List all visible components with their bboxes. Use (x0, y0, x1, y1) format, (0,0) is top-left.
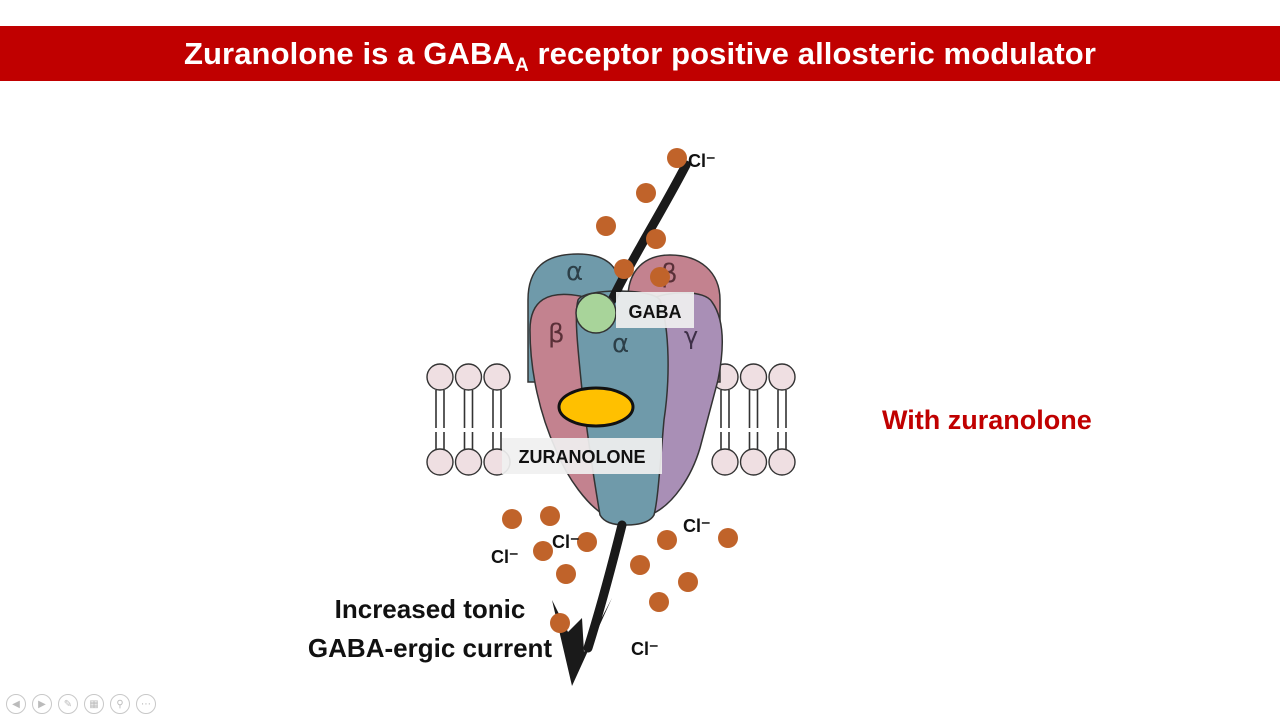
chloride-ion (533, 541, 553, 561)
zuranolone-label: ZURANOLONE (519, 447, 646, 467)
chloride-ion (646, 229, 666, 249)
pen-icon[interactable]: ✎ (58, 694, 78, 714)
gaba-molecule (575, 292, 617, 334)
cl-label-right: Cl⁻ (683, 516, 711, 536)
chloride-ion (550, 613, 570, 633)
lipid-head (711, 448, 739, 476)
cl-label-left: Cl⁻ (491, 547, 519, 567)
slideshow-controls: ◀ ▶ ✎ ▦ ⚲ ⋯ (6, 694, 156, 714)
chloride-ion (657, 530, 677, 550)
zuranolone-molecule (557, 386, 635, 428)
slides-icon[interactable]: ▦ (84, 694, 104, 714)
lipid-head (426, 448, 454, 476)
zoom-icon[interactable]: ⚲ (110, 694, 130, 714)
title-subscript: A (514, 54, 529, 76)
chloride-ion (678, 572, 698, 592)
title-rest: receptor positive allosteric modulator (528, 35, 1097, 71)
lipid-head (454, 448, 483, 476)
condition-label: With zuranolone (882, 405, 1092, 435)
chloride-ion (556, 564, 576, 584)
chloride-ion (650, 267, 670, 287)
gaba-label: GABA (629, 302, 682, 322)
chloride-ion (540, 506, 560, 526)
chloride-ion (718, 528, 738, 548)
caption-line-1: Increased tonic (334, 594, 526, 624)
lipid-head (768, 363, 796, 391)
chloride-ion (649, 592, 669, 612)
cl-label-mid-left: Cl⁻ (552, 532, 580, 552)
lipid-head (739, 448, 768, 476)
gaba-label-box (616, 292, 694, 328)
title-main: Zuranolone is a GABA (183, 35, 515, 71)
lipid-head (483, 363, 511, 391)
alpha-back-label: α (566, 257, 583, 287)
chloride-ion (667, 148, 687, 168)
more-icon[interactable]: ⋯ (136, 694, 156, 714)
chloride-ion (614, 259, 634, 279)
slide-title: Zuranolone is a GABAA receptor positive … (183, 35, 1097, 75)
beta-front-label: β (548, 319, 565, 349)
zuranolone-label-box (502, 438, 662, 474)
cl-label-bottom: Cl⁻ (631, 639, 659, 659)
chloride-ion (630, 555, 650, 575)
lipid-head (739, 363, 768, 391)
lipid-head (426, 363, 454, 391)
prev-icon[interactable]: ◀ (6, 694, 26, 714)
chloride-ion (636, 183, 656, 203)
chloride-flow-arrow (552, 160, 691, 686)
chloride-ion (502, 509, 522, 529)
caption-line-2: GABA-ergic current (307, 633, 553, 663)
title-bar: Zuranolone is a GABAA receptor positive … (0, 26, 1280, 81)
caption: Increased tonic GABA-ergic current (296, 590, 564, 668)
lipid-head (768, 448, 796, 476)
cl-label-top: Cl⁻ (688, 151, 716, 171)
gamma-label: γ (684, 322, 698, 350)
alpha-front-label: α (612, 329, 629, 359)
chloride-ion (577, 532, 597, 552)
next-icon[interactable]: ▶ (32, 694, 52, 714)
chloride-ions (502, 148, 738, 633)
lipid-head (454, 363, 483, 391)
chloride-ion (596, 216, 616, 236)
